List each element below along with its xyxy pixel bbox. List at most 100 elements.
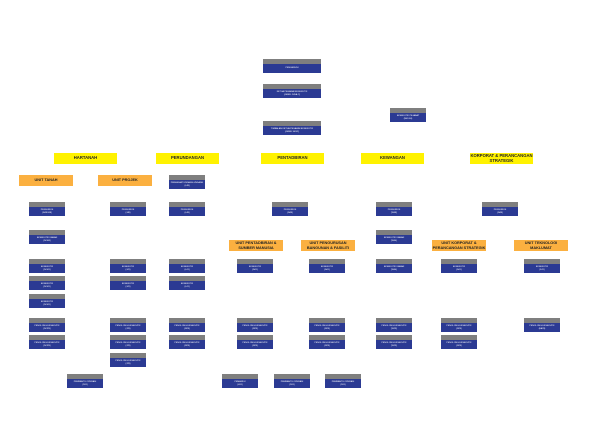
org-box-eksekutif-pejabat[interactable]: EKSEKUTIF PEJABAT(N41/44) [390,108,426,122]
org-box-kew-pen2[interactable]: PENOLONG EKSEKUTIF(W29) [376,335,412,349]
box-grade: (W29) [391,327,397,330]
org-box-kew-eks-kanan2[interactable]: EKSEKUTIF KANAN(W44) [376,259,412,273]
org-box-ketua-pegawai-eksekutif[interactable]: KETUA PEGAWAI EKSEKUTIF(GRED JUSA C) [263,84,321,98]
box-header [274,374,310,379]
box-header [67,374,103,379]
org-box-hart-pembantu[interactable]: PEMBANTU OPERASI(N11) [67,374,103,388]
box-header [110,276,146,281]
box-title: EKSEKUTIF [40,282,54,285]
box-title: PENOLONG EKSEKUTIF [314,324,340,327]
org-box-pemandu[interactable]: PEMANDU(H11) [222,374,258,388]
org-box-pent-hr-eks[interactable]: EKSEKUTIF(N41) [237,259,273,273]
org-box-pengerusi[interactable]: PENGERUSI [263,59,321,73]
org-box-korp-pengurus[interactable]: PENGURUS(N48) [482,202,518,216]
org-box-peru-eks2[interactable]: EKSEKUTIF(L41) [169,276,205,290]
org-box-timbalan-ketua[interactable]: TIMBALAN KETUA PEGAWAI EKSEKUTIF(GRED 54… [263,121,321,135]
org-box-peru-eks1[interactable]: EKSEKUTIF(L41) [169,259,205,273]
box-header [237,335,273,340]
org-box-it-pen[interactable]: PENOLONG EKSEKUTIF(FA29) [524,318,560,332]
division-label: KORPORAT & PERANCANGAN STRATEGIK [470,152,533,163]
unit-label: UNIT KORPORAT & PERANCANGAN STRATEGIK [432,241,486,250]
org-box-pent-hr-pen2[interactable]: PENOLONG EKSEKUTIF(N29) [237,335,273,349]
org-box-kew-pen1[interactable]: PENOLONG EKSEKUTIF(W29) [376,318,412,332]
box-title: PENOLONG EKSEKUTIF [34,324,60,327]
box-title: PENOLONG EKSEKUTIF [115,324,141,327]
box-title: EKSEKUTIF PEJABAT [396,114,420,117]
box-grade: (L48) [184,211,190,214]
org-box-peru-pengurus[interactable]: PENGURUS(L48) [169,202,205,216]
division-kewangan[interactable]: KEWANGAN [361,153,424,164]
org-box-hart-pen1[interactable]: PENOLONG EKSEKUTIF(N/J29) [29,318,65,332]
box-header [482,202,518,207]
org-box-korp-pen2[interactable]: PENOLONG EKSEKUTIF(N29) [441,335,477,349]
org-box-pent-fac-pen1[interactable]: PENOLONG EKSEKUTIF(N29) [309,318,345,332]
box-title: EKSEKUTIF [248,265,262,268]
box-header [441,318,477,323]
box-header [169,276,205,281]
org-box-kew-eks-kanan[interactable]: EKSEKUTIF KANAN(W44) [376,230,412,244]
box-grade: (N48) [287,211,293,214]
org-box-pent-pengurus[interactable]: PENGURUS(N48) [272,202,308,216]
box-title: PENGURUS [40,208,54,211]
unit-tanah[interactable]: UNIT TANAH [19,175,73,186]
box-title: PENOLONG EKSEKUTIF [115,359,141,362]
unit-teknologi-maklumat[interactable]: UNIT TEKNOLOGI MAKLUMAT [514,240,568,251]
org-box-pembantu-op2[interactable]: PEMBANTU OPERASI(N11) [325,374,361,388]
division-pentadbiran[interactable]: PENTADBIRAN [261,153,324,164]
org-box-hart-pen2[interactable]: PENOLONG EKSEKUTIF(N/J29) [29,335,65,349]
box-title: PENOLONG EKSEKUTIF [381,324,407,327]
unit-korporat-perancangan[interactable]: UNIT KORPORAT & PERANCANGAN STRATEGIK [432,240,486,251]
unit-projek[interactable]: UNIT PROJEK [98,175,152,186]
org-box-pent-fac-pen2[interactable]: PENOLONG EKSEKUTIF(N29) [309,335,345,349]
org-box-proj-eks1[interactable]: EKSEKUTIF(J41) [110,259,146,273]
box-header [29,259,65,264]
org-box-kew-pengurus[interactable]: PENGURUS(W48) [376,202,412,216]
org-box-proj-pen3[interactable]: PENOLONG EKSEKUTIF(J29) [110,353,146,367]
box-header [325,374,361,379]
org-box-korp-pen1[interactable]: PENOLONG EKSEKUTIF(N29) [441,318,477,332]
org-box-hart-eks2[interactable]: EKSEKUTIF(N/J41) [29,276,65,290]
box-header [309,318,345,323]
box-grade: (N41) [324,268,330,271]
org-box-proj-pen1[interactable]: PENOLONG EKSEKUTIF(J29) [110,318,146,332]
org-box-penasihat-undang[interactable]: PENASIHAT UNDANG-UNDANG(L48) [169,175,205,189]
box-header [441,335,477,340]
org-box-hart-eks1[interactable]: EKSEKUTIF(N/J41) [29,259,65,273]
box-grade: (W29) [391,344,397,347]
org-box-hart-pengurus[interactable]: PENGURUS(N48/J48) [29,202,65,216]
box-grade: (N29) [324,327,330,330]
box-grade: (FA29) [538,327,546,330]
unit-pengurusan-bangunan[interactable]: UNIT PENGURUSAN BANGUNAN & FASILITI [301,240,355,251]
org-box-peru-pen2[interactable]: PENOLONG EKSEKUTIF(N29) [169,335,205,349]
box-grade: (L41) [184,268,190,271]
org-box-peru-pen1[interactable]: PENOLONG EKSEKUTIF(N29) [169,318,205,332]
box-header [376,202,412,207]
org-box-hart-eks-kanan[interactable]: EKSEKUTIF KANAN(N/J44) [29,230,65,244]
box-header [29,294,65,299]
division-hartanah[interactable]: HARTANAH [54,153,117,164]
org-box-korp-eks[interactable]: EKSEKUTIF(N41) [441,259,477,273]
org-box-proj-eks2[interactable]: EKSEKUTIF(J41) [110,276,146,290]
box-title: PENOLONG EKSEKUTIF [242,324,268,327]
division-korporat[interactable]: KORPORAT & PERANCANGAN STRATEGIK [470,153,533,164]
box-grade: (N/J41) [43,268,51,271]
org-box-proj-pen2[interactable]: PENOLONG EKSEKUTIF(J29) [110,335,146,349]
box-header [263,84,321,89]
org-box-it-eks[interactable]: EKSEKUTIF(F41) [524,259,560,273]
org-box-hart-eks3[interactable]: EKSEKUTIF(N/J41) [29,294,65,308]
org-box-proj-pengurus[interactable]: PENGURUS(J48) [110,202,146,216]
box-grade: (N/J41) [43,303,51,306]
box-grade: (W44) [391,239,397,242]
box-title: PENOLONG EKSEKUTIF [381,341,407,344]
box-title: EKSEKUTIF [180,265,194,268]
box-header [441,259,477,264]
org-box-pent-fac-eks[interactable]: EKSEKUTIF(N41) [309,259,345,273]
box-grade: (N/J29) [43,327,51,330]
division-perundangan[interactable]: PERUNDANGAN [156,153,219,164]
unit-pentadbiran-sumber-manusia[interactable]: UNIT PENTADBIRAN & SUMBER MANUSIA [229,240,283,251]
org-box-pent-hr-pen1[interactable]: PENOLONG EKSEKUTIF(N29) [237,318,273,332]
box-title: EKSEKUTIF [452,265,466,268]
box-grade: (N41) [456,268,462,271]
box-title: EKSEKUTIF [320,265,334,268]
org-box-pembantu-op1[interactable]: PEMBANTU OPERASI(N11) [274,374,310,388]
